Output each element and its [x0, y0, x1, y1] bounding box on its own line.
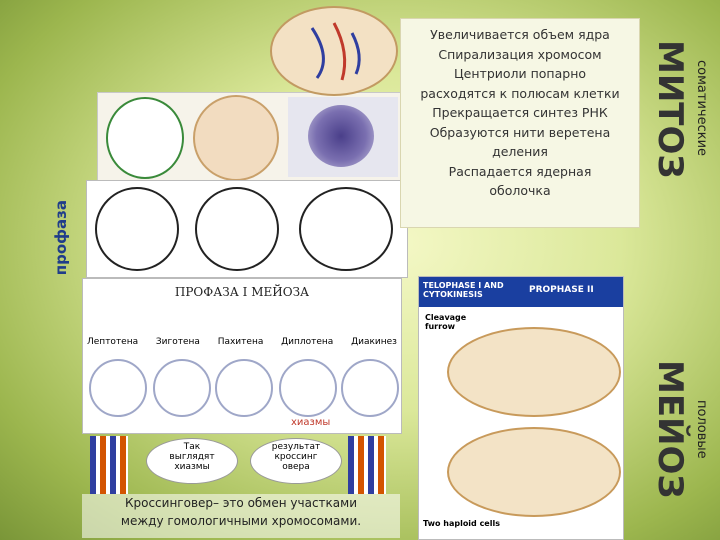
chiasma-label: хиазмы	[291, 417, 331, 428]
sketch-cell-1	[95, 187, 179, 271]
mitosis-photos-panel	[97, 92, 407, 182]
label-prophase: профаза	[52, 200, 70, 276]
mitosis-line-6: Образуются нити веретена	[429, 124, 611, 140]
cell-drawing-2	[193, 95, 279, 181]
stage-2: Зиготена	[155, 337, 200, 347]
stage-5: Диакинез	[351, 337, 397, 347]
label-mitosis: МИТОЗ	[650, 40, 690, 179]
top-cell-drawing	[270, 6, 398, 96]
cell-drawing-1	[106, 97, 184, 179]
stage-cell-2	[153, 359, 211, 417]
crossing-caption: Кроссинговер– это обмен участками между …	[82, 494, 400, 538]
micrograph-nucleus	[308, 105, 374, 167]
mitosis-line-1: Увеличивается объем ядра	[430, 27, 610, 42]
mitosis-line-5: Прекращается синтез РНК	[432, 105, 608, 120]
label-meiosis: МЕЙОЗ	[650, 360, 690, 499]
chiasma-row: Так выглядят хиазмы результат кроссинг о…	[82, 432, 400, 502]
mitosis-text-box: Увеличивается объем ядра Спирализация хр…	[400, 18, 640, 228]
meiosis-diagram: ПРОФАЗА I МЕЙОЗА Лептотена Зиготена Пахи…	[82, 278, 402, 434]
bubble-right-l3: овера	[282, 462, 310, 472]
caption-line-2: между гомологичными хромосомами.	[120, 514, 362, 528]
caption-line-1: Кроссинговер– это обмен участками	[124, 496, 357, 510]
meiosis-title: ПРОФАЗА I МЕЙОЗА	[174, 285, 310, 299]
stage-1: Лептотена	[87, 337, 139, 347]
daughter-cell-top	[447, 327, 621, 417]
micrograph	[288, 97, 398, 177]
mitosis-text: Увеличивается объем ядра Спирализация хр…	[401, 19, 639, 201]
bubble-right-l2: кроссинг	[274, 452, 318, 462]
mitosis-line-2: Спирализация хромосом	[438, 46, 602, 62]
label-cells: Two haploid cells	[423, 519, 500, 528]
telophase-figure: TELOPHASE I AND CYTOKINESIS PROPHASE II …	[418, 276, 624, 540]
chromosome-right	[348, 436, 386, 494]
sketch-cell-2	[195, 187, 279, 271]
daughter-cell-bottom	[447, 427, 621, 517]
bubble-left: Так выглядят хиазмы	[146, 438, 238, 484]
header-left: TELOPHASE I AND CYTOKINESIS	[419, 277, 523, 307]
stage-cell-5	[341, 359, 399, 417]
mitosis-line-4: расходятся к полюсам клетки	[420, 85, 620, 101]
bubble-right: результат кроссинг овера	[250, 438, 342, 484]
mitosis-line-7: деления	[492, 144, 548, 159]
bubble-left-l1: Так	[183, 442, 201, 452]
stage-cell-4	[279, 359, 337, 417]
sketch-cell-3	[299, 187, 393, 271]
stage-4: Диплотена	[281, 337, 334, 347]
mitosis-line-3: Центриоли попарно	[453, 66, 587, 81]
stage-3: Пахитена	[217, 337, 264, 347]
chromosome-left	[90, 436, 128, 494]
stage-cell-1	[89, 359, 147, 417]
mitosis-line-8: Распадается ядерная	[448, 163, 592, 179]
label-somatic: соматические	[694, 60, 709, 157]
bubble-left-l2: выглядят	[169, 452, 215, 462]
mitosis-line-9: оболочка	[489, 183, 551, 198]
bubble-right-l1: результат	[271, 442, 321, 452]
label-furrow: Cleavage furrow	[425, 313, 467, 331]
mitosis-sketch-row	[86, 180, 408, 278]
stage-cell-3	[215, 359, 273, 417]
chromosome-sketch	[310, 22, 361, 81]
bubble-left-l3: хиазмы	[174, 462, 210, 472]
header-right: PROPHASE II	[523, 277, 623, 307]
label-sexual: половые	[694, 400, 709, 459]
stage-row: Лептотена Зиготена Пахитена Диплотена Ди…	[87, 337, 397, 347]
